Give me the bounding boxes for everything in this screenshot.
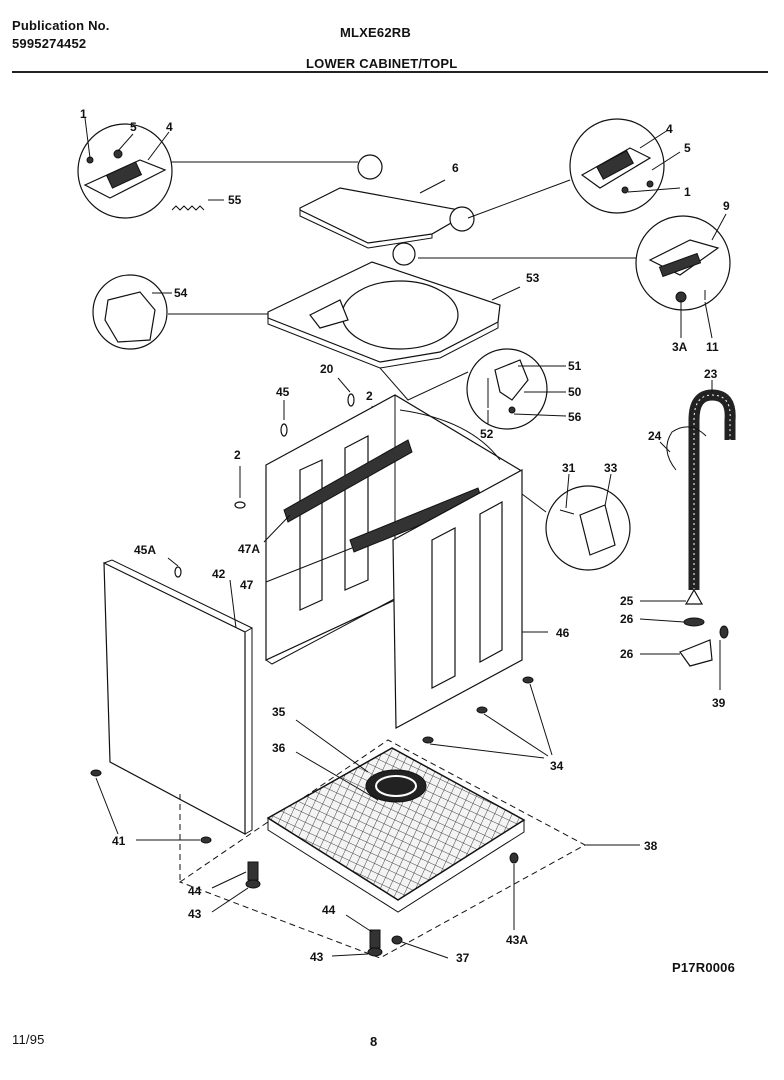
- callout-3A: 3A: [672, 340, 688, 354]
- callout-20: 20: [320, 362, 334, 376]
- callout-26: 26: [620, 647, 634, 661]
- callout-4: 4: [166, 120, 173, 134]
- drain-hose-assembly: [639, 380, 736, 690]
- hinge-detail-left: [77, 117, 358, 219]
- left-side-panel-42: [90, 557, 253, 835]
- callout-45: 45: [276, 385, 290, 399]
- publication-number: 5995274452: [12, 36, 87, 51]
- callout-2: 2: [234, 448, 241, 462]
- callout-9: 9: [723, 199, 730, 213]
- callout-34: 34: [550, 759, 564, 773]
- bracket-detail-31-33: [521, 473, 631, 571]
- callout-6: 6: [452, 161, 459, 175]
- callout-38: 38: [644, 839, 658, 853]
- small-fasteners: [234, 377, 379, 509]
- callout-47A: 47A: [238, 542, 260, 556]
- lid-switch-detail: [418, 213, 731, 339]
- section-title: LOWER CABINET/TOPL: [306, 56, 458, 71]
- header-rule: [12, 71, 768, 73]
- callout-47: 47: [240, 578, 254, 592]
- callout-42: 42: [212, 567, 226, 581]
- callout-33: 33: [604, 461, 618, 475]
- drawing-code: P17R0006: [672, 960, 736, 975]
- callout-2: 2: [366, 389, 373, 403]
- callout-24: 24: [648, 429, 662, 443]
- callout-50: 50: [568, 385, 582, 399]
- callout-1: 1: [684, 185, 691, 199]
- callout-37: 37: [456, 951, 470, 965]
- screws-34: [422, 676, 553, 759]
- base-part-38: [178, 719, 640, 959]
- front-panel-46: [392, 468, 548, 729]
- braces-47: [263, 439, 483, 583]
- callout-44: 44: [188, 884, 202, 898]
- callout-labels: 1 5 4 6 55 4 5 1 9 3A 11 54 53 20 45 2 2…: [80, 107, 730, 965]
- leveling-feet: [95, 777, 519, 959]
- callout-1: 1: [80, 107, 87, 121]
- callout-56: 56: [568, 410, 582, 424]
- callout-44: 44: [322, 903, 336, 917]
- callout-51: 51: [568, 359, 582, 373]
- footer-date: 11/95: [12, 1032, 45, 1047]
- model-number: MLXE62RB: [340, 25, 411, 40]
- callout-53: 53: [526, 271, 540, 285]
- spring-part-55: [171, 199, 224, 211]
- callout-4: 4: [666, 122, 673, 136]
- callout-43A: 43A: [506, 933, 528, 947]
- callout-52: 52: [480, 427, 494, 441]
- switch-detail-51-50: [466, 348, 567, 430]
- page-number: 8: [370, 1034, 378, 1049]
- callout-36: 36: [272, 741, 286, 755]
- top-panel-part-53: [267, 242, 521, 401]
- lid-part-6: [299, 154, 475, 249]
- callout-5: 5: [130, 120, 137, 134]
- callout-31: 31: [562, 461, 576, 475]
- callout-11: 11: [706, 340, 719, 354]
- callout-26: 26: [620, 612, 634, 626]
- callout-46: 46: [556, 626, 570, 640]
- callout-23: 23: [704, 367, 718, 381]
- hinge-detail-right: [467, 118, 681, 219]
- publication-label: Publication No.: [12, 18, 110, 33]
- callout-45A: 45A: [134, 543, 156, 557]
- callout-25: 25: [620, 594, 634, 608]
- callout-55: 55: [228, 193, 242, 207]
- callout-39: 39: [712, 696, 726, 710]
- callout-54: 54: [174, 286, 188, 300]
- callout-41: 41: [112, 834, 126, 848]
- callout-5: 5: [684, 141, 691, 155]
- callout-43: 43: [310, 950, 324, 964]
- callout-43: 43: [188, 907, 202, 921]
- bracket-detail-54: [92, 274, 268, 350]
- callout-35: 35: [272, 705, 286, 719]
